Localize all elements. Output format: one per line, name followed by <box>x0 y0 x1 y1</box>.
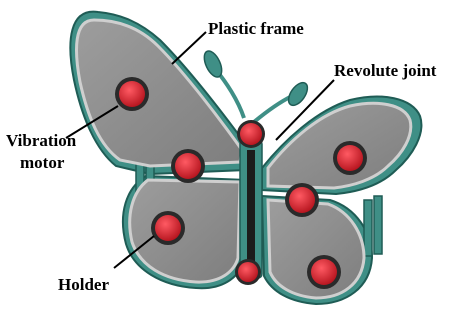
right-antenna-tip <box>285 79 311 108</box>
head-motor <box>240 123 262 145</box>
left-antenna-tip <box>201 48 226 79</box>
holder-label: Holder <box>58 275 109 294</box>
vibration-motor <box>311 259 337 285</box>
plastic-frame-leader <box>172 32 206 64</box>
vibration-motor <box>289 187 315 213</box>
tail-motor <box>238 262 258 282</box>
vibration-motor <box>155 215 181 241</box>
butterfly-body <box>235 120 265 285</box>
right-holder-strut <box>374 196 382 254</box>
vibration-motor <box>119 81 145 107</box>
vibration-motor <box>337 145 363 171</box>
vibration-motor-label-line2: motor <box>20 153 65 172</box>
right-holder-strut <box>364 200 372 256</box>
vibration-motor <box>175 153 201 179</box>
left-wing <box>70 12 250 289</box>
plastic-frame-label: Plastic frame <box>208 19 304 38</box>
revolute-joint-label: Revolute joint <box>334 61 437 80</box>
body-slot <box>247 150 255 268</box>
right-antenna <box>254 96 292 122</box>
vibration-motor-label-line1: Vibration <box>6 131 77 150</box>
